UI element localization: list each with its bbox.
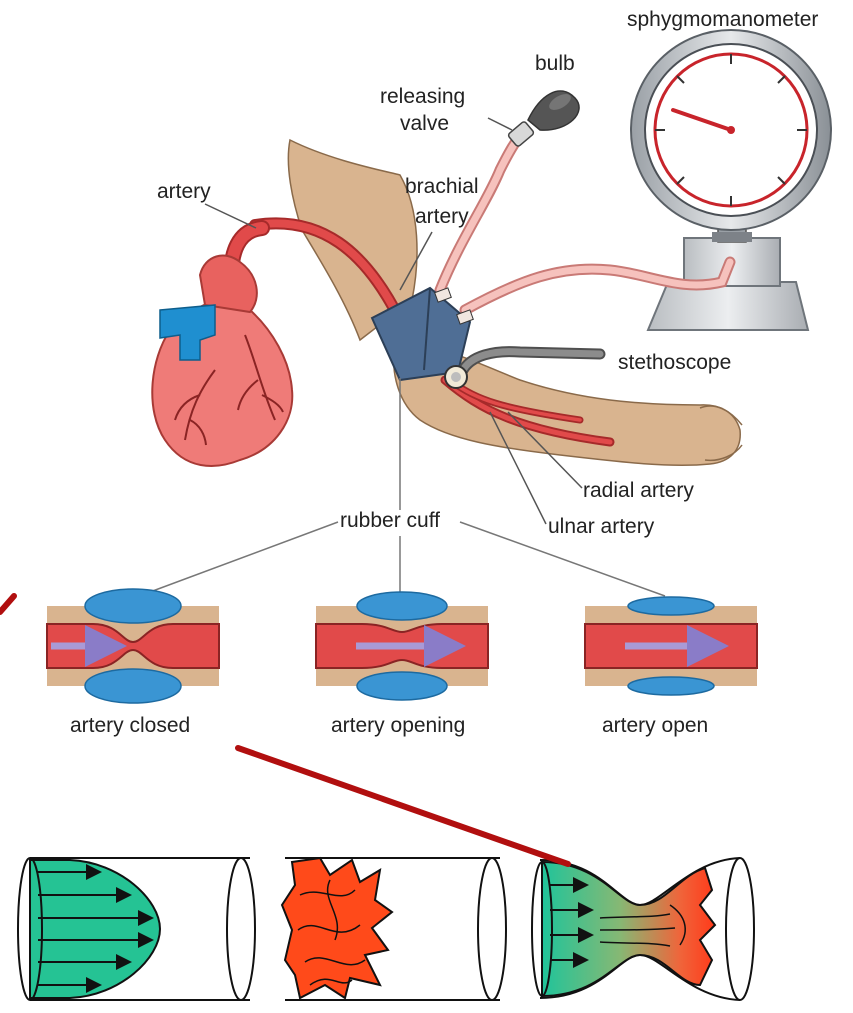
constricted-flow-tube <box>532 858 754 1000</box>
bulb-icon <box>507 91 579 147</box>
label-releasing: releasing <box>380 85 465 108</box>
label-sphygmomanometer: sphygmomanometer <box>627 8 818 31</box>
turbulent-flow-tube <box>282 858 506 1000</box>
label-brachial-artery: artery <box>415 205 469 228</box>
xsec-closed <box>47 589 219 703</box>
label-artery-opening: artery opening <box>331 714 465 737</box>
label-valve: valve <box>400 112 449 135</box>
label-radial-artery: radial artery <box>583 479 694 502</box>
label-brachial: brachial <box>405 175 479 198</box>
laminar-flow-tube <box>18 858 255 1000</box>
label-bulb: bulb <box>535 52 575 75</box>
artery-cross-sections <box>47 589 757 703</box>
heart-icon <box>152 228 292 466</box>
label-artery: artery <box>157 180 211 203</box>
xsec-opening <box>316 592 488 700</box>
label-artery-open: artery open <box>602 714 708 737</box>
label-ulnar-artery: ulnar artery <box>548 515 655 538</box>
label-stethoscope: stethoscope <box>618 351 731 374</box>
label-rubber-cuff: rubber cuff <box>340 509 440 532</box>
xsec-open <box>585 597 757 695</box>
label-artery-closed: artery closed <box>70 714 190 737</box>
